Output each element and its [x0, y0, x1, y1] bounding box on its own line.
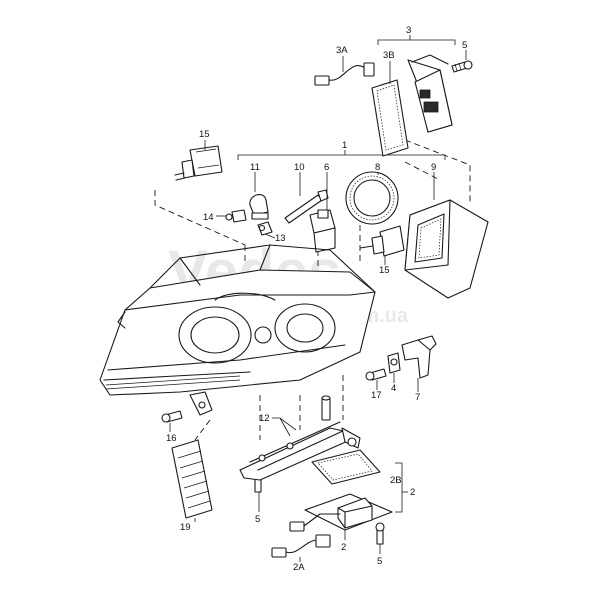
actuator-6	[309, 209, 336, 253]
screw-5-top	[451, 60, 473, 73]
screw-5-bottom	[375, 522, 385, 545]
gasket-2B	[311, 449, 381, 485]
xenon-bulb-15-top	[174, 145, 223, 181]
callout-5-middle: 5	[255, 514, 260, 525]
callout-15-top: 15	[199, 129, 210, 140]
callout-2B: 2B	[390, 475, 402, 486]
cover-ring-8	[345, 171, 399, 225]
callout-14: 14	[203, 212, 214, 223]
callout-19: 19	[180, 522, 191, 533]
callout-10: 10	[294, 162, 305, 173]
callout-8: 8	[375, 162, 380, 173]
callout-2-bottom: 2	[341, 542, 346, 553]
xenon-bulb-15-middle	[359, 225, 405, 257]
control-unit-2	[304, 493, 393, 531]
bulb-14	[225, 209, 247, 223]
callout-9: 9	[431, 162, 436, 173]
socket-13	[257, 221, 273, 236]
callout-2-right: 2	[410, 487, 415, 498]
callout-17: 17	[371, 390, 382, 401]
control-unit-3	[407, 54, 453, 133]
callout-12: 12	[259, 413, 270, 424]
clip-4	[387, 352, 401, 374]
callout-13: 13	[275, 233, 286, 244]
connector-cable-3A	[314, 62, 375, 86]
cover-cap-9	[404, 199, 489, 299]
callout-4: 4	[391, 383, 396, 394]
screw-16	[161, 410, 183, 423]
callout-5-top: 5	[462, 40, 467, 51]
callout-16: 16	[166, 433, 177, 444]
gasket-3B	[371, 79, 409, 157]
headlight-housing	[99, 244, 376, 416]
callout-2A: 2A	[293, 562, 305, 573]
callout-15-middle: 15	[379, 265, 390, 276]
bracket-7	[401, 335, 437, 379]
callout-7: 7	[415, 392, 420, 403]
leader-lines	[169, 50, 467, 562]
callout-1: 1	[342, 140, 347, 151]
connector-cable-2A	[271, 513, 341, 558]
bracket-12	[239, 395, 361, 481]
callout-3B: 3B	[383, 50, 395, 61]
callout-6: 6	[324, 162, 329, 173]
callout-3A: 3A	[336, 45, 348, 56]
callout-3: 3	[406, 25, 411, 36]
callout-5-bottom: 5	[377, 556, 382, 567]
side-reflector-19	[171, 439, 213, 519]
bulb-11	[249, 194, 269, 220]
callout-11: 11	[250, 162, 260, 173]
callout-labels: 3 3A 3B 5 15 1 11 10 6 8 9 14 13 15 17 4…	[166, 25, 467, 573]
screw-17	[365, 368, 387, 381]
callout-brackets	[237, 35, 456, 513]
bulb-holder-10	[284, 189, 329, 224]
